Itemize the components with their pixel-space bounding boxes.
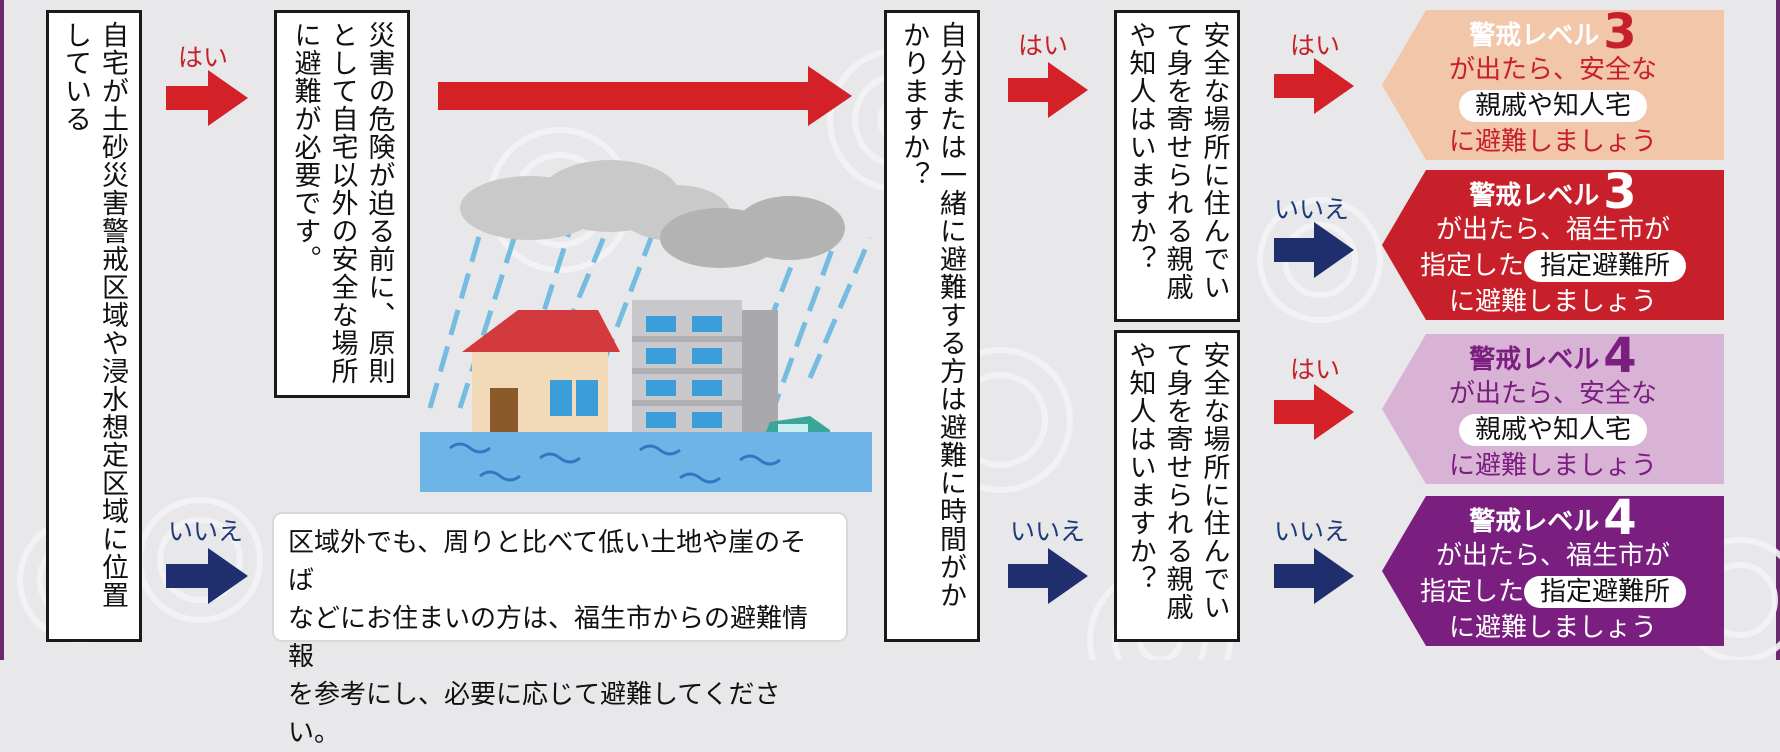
result-panel-1-shape [1382, 10, 1724, 160]
result-panel-4: 警戒レベル4 が出たら、福生市が 指定した指定避難所 に避難しましょう [1382, 494, 1724, 646]
result-panel-4-shape [1382, 496, 1724, 646]
result-3-level-number: 4 [1603, 328, 1637, 384]
flood-illustration [420, 160, 872, 492]
result-3-level-label: 警戒レベル [1469, 345, 1600, 375]
relative-question-box-2: 安全な場所に住んでいて身を寄せられる親戚や知人はいますか？ [1114, 330, 1240, 642]
yes-arrow-3 [1274, 58, 1354, 114]
time-question-text: 自分または一緒に避難する方は避難に時間がかかりますか？ [898, 21, 966, 609]
no-label-4: いいえ [1274, 517, 1350, 546]
outside-note-line-3: を参考にし、必要に応じて避難してください。 [288, 680, 781, 748]
start-condition-text: 自宅が土砂災害警戒区域や浸水想定区域に位置している [60, 21, 128, 609]
result-4-level-number: 4 [1603, 490, 1637, 546]
result-4-line-4: に避難しましょう [1448, 613, 1657, 643]
result-1-level-line: 警戒レベル3 [1382, 8, 1724, 56]
relative-question-text-2: 安全な場所に住んでいて身を寄せられる親戚や知人はいますか？ [1124, 341, 1230, 621]
must-evacuate-box: 災害の危険が迫る前に、原則として自宅以外の安全な場所に避難が必要です。 [274, 10, 410, 398]
result-4-line-3: 指定した指定避難所 [1382, 576, 1724, 608]
relative-question-text-1: 安全な場所に住んでいて身を寄せられる親戚や知人はいますか？ [1124, 21, 1230, 301]
result-3-line-2: が出たら、安全な [1448, 379, 1657, 409]
time-question-box: 自分または一緒に避難する方は避難に時間がかかりますか？ [884, 10, 980, 642]
no-label-1: いいえ [168, 517, 244, 546]
yes-label-2: はい [1018, 31, 1069, 60]
result-1-pill: 親戚や知人宅 [1458, 90, 1647, 122]
result-2-pill: 指定避難所 [1524, 250, 1687, 282]
result-4-pill-prefix: 指定した [1419, 577, 1524, 607]
outside-note-line-2: などにお住まいの方は、福生市からの避難情報 [288, 604, 809, 672]
no-arrow-1 [166, 548, 248, 604]
must-evacuate-text: 災害の危険が迫る前に、原則として自宅以外の安全な場所に避難が必要です。 [289, 21, 395, 385]
frame-left-border [0, 0, 4, 660]
no-label-2: いいえ [1010, 517, 1086, 546]
result-panel-1: 警戒レベル3 が出たら、安全な 親戚や知人宅 に避難しましょう [1382, 8, 1724, 160]
result-4-level-line: 警戒レベル4 [1382, 494, 1724, 542]
no-arrow-4 [1274, 548, 1354, 604]
result-2-level-label: 警戒レベル [1469, 181, 1600, 211]
yes-arrow-4 [1274, 384, 1354, 440]
yes-arrow-1 [166, 70, 248, 126]
yes-label-1: はい [178, 43, 229, 72]
result-2-level-line: 警戒レベル3 [1382, 168, 1724, 216]
result-panel-2-shape [1382, 170, 1724, 320]
result-4-pill: 指定避難所 [1524, 576, 1687, 608]
yes-label-3: はい [1290, 31, 1341, 60]
result-3-level-line: 警戒レベル4 [1382, 332, 1724, 380]
result-2-line-2: が出たら、福生市が [1435, 215, 1670, 245]
yes-label-4: はい [1290, 355, 1341, 384]
result-2-line-3: 指定した指定避難所 [1382, 250, 1724, 282]
frame-right-border [1776, 0, 1780, 660]
result-2-line-4: に避難しましょう [1448, 287, 1657, 317]
result-3-pill: 親戚や知人宅 [1458, 414, 1647, 446]
result-2-level-number: 3 [1603, 164, 1637, 220]
result-1-line-3: 親戚や知人宅 [1382, 90, 1724, 122]
result-panel-3-shape [1382, 334, 1724, 484]
no-label-3: いいえ [1274, 195, 1350, 224]
result-panel-3: 警戒レベル4 が出たら、安全な 親戚や知人宅 に避難しましょう [1382, 332, 1724, 484]
result-4-level-label: 警戒レベル [1469, 507, 1600, 537]
result-4-line-2: が出たら、福生市が [1435, 541, 1670, 571]
result-1-line-4: に避難しましょう [1448, 127, 1657, 157]
no-arrow-2 [1008, 548, 1088, 604]
result-2-pill-prefix: 指定した [1419, 251, 1524, 281]
result-3-line-3: 親戚や知人宅 [1382, 414, 1724, 446]
long-yes-arrow [438, 66, 852, 126]
relative-question-box-1: 安全な場所に住んでいて身を寄せられる親戚や知人はいますか？ [1114, 10, 1240, 322]
outside-zone-note: 区域外でも、周りと比べて低い土地や崖のそば などにお住まいの方は、福生市からの避… [272, 512, 848, 748]
result-panel-2: 警戒レベル3 が出たら、福生市が 指定した指定避難所 に避難しましょう [1382, 168, 1724, 320]
result-1-line-2: が出たら、安全な [1448, 55, 1657, 85]
result-1-level-number: 3 [1603, 4, 1637, 60]
yes-arrow-2 [1008, 62, 1088, 118]
no-arrow-3 [1274, 222, 1354, 278]
result-3-line-4: に避難しましょう [1448, 451, 1657, 481]
result-1-level-label: 警戒レベル [1469, 21, 1600, 51]
start-condition-box: 自宅が土砂災害警戒区域や浸水想定区域に位置している [46, 10, 142, 642]
outside-note-line-1: 区域外でも、周りと比べて低い土地や崖のそば [288, 528, 807, 596]
